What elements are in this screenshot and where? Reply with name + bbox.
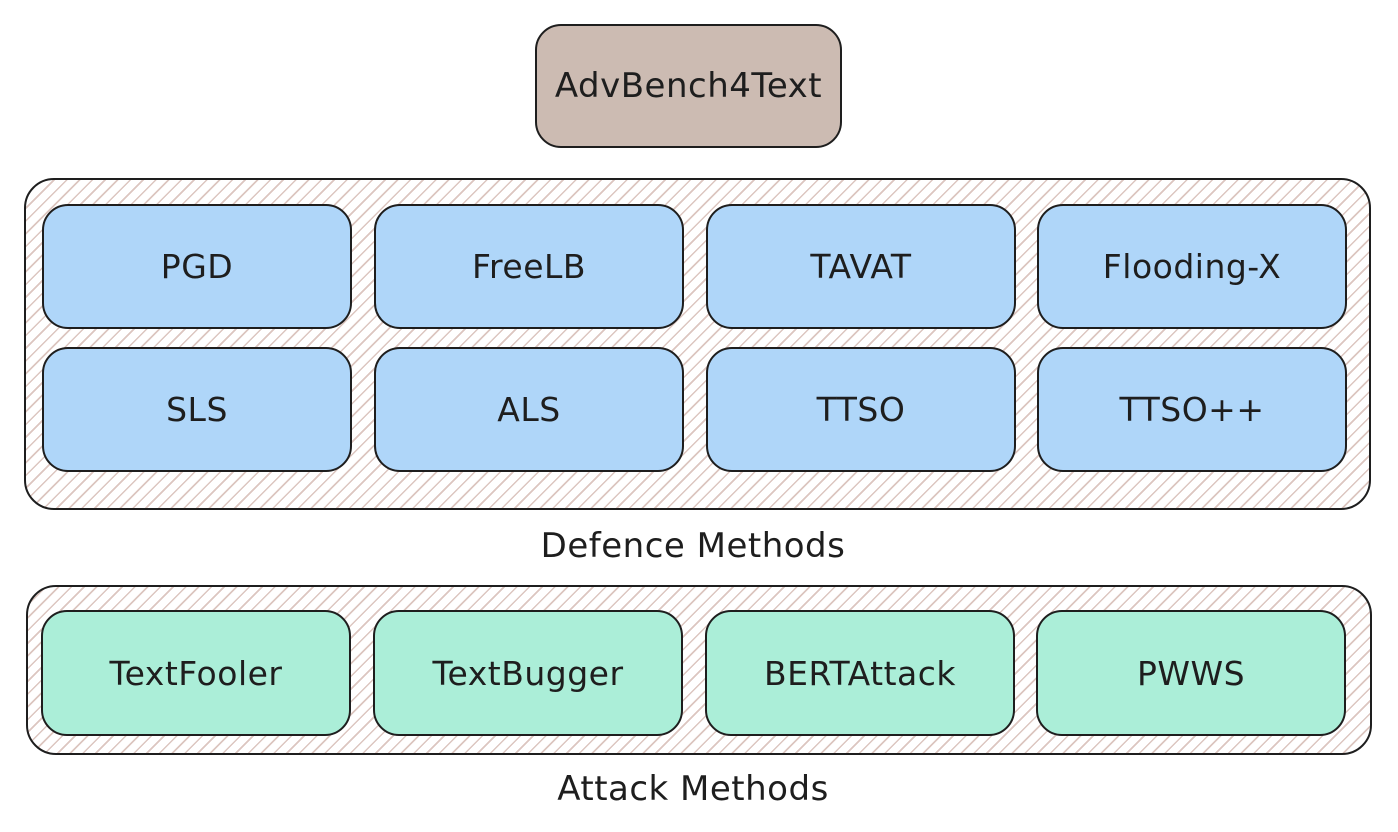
defence-method-tavat: TAVAT (706, 204, 1016, 329)
attack-method-textfooler: TextFooler (41, 610, 351, 736)
defence-method-ttso: TTSO (706, 347, 1016, 472)
defence-method-sls: SLS (42, 347, 352, 472)
benchmark-title: AdvBench4Text (535, 24, 842, 148)
attack-method-bertattack: BERTAttack (705, 610, 1015, 736)
defence-method-als: ALS (374, 347, 684, 472)
attack-methods-label: Attack Methods (557, 769, 829, 809)
defence-methods-label: Defence Methods (540, 526, 846, 566)
defence-method-freelb: FreeLB (374, 204, 684, 329)
attack-method-pwws: PWWS (1036, 610, 1346, 736)
defence-method-pgd: PGD (42, 204, 352, 329)
defence-method-ttso-plus: TTSO++ (1037, 347, 1347, 472)
attack-method-textbugger: TextBugger (373, 610, 683, 736)
defence-method-flooding-x: Flooding-X (1037, 204, 1347, 329)
